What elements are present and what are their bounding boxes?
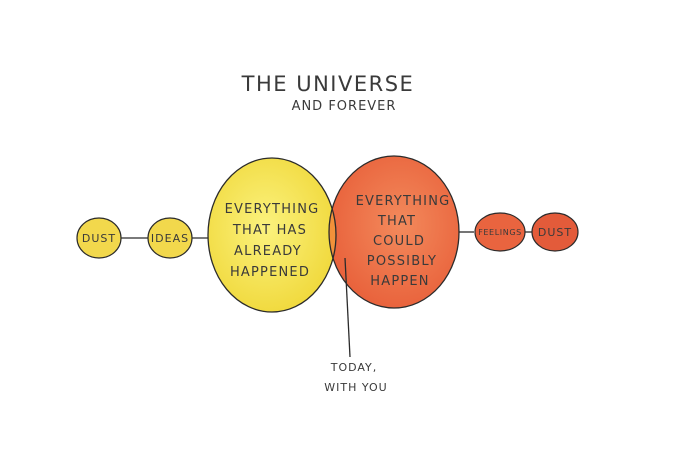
right-circle-fill	[329, 156, 459, 308]
left-circle-line-3: ALREADY	[234, 244, 302, 259]
left-circle-line-4: HAPPENED	[230, 265, 310, 280]
right-circle-line-4: POSSIBLY	[367, 254, 437, 269]
dust-left-label: DUST	[82, 232, 116, 245]
dust-circle-left	[76, 217, 122, 259]
pointer-label-line-2: WITH YOU	[324, 381, 387, 394]
left-circle-fill	[208, 158, 336, 312]
left-circle-outline	[207, 157, 337, 313]
dust-right-label: DUST	[538, 226, 572, 239]
right-circle-line-5: HAPPEN	[370, 274, 430, 289]
left-circle-line-1: EVERYTHING	[225, 202, 320, 217]
right-circle-outline	[328, 155, 460, 309]
diagram-subtitle: AND FOREVER	[292, 99, 397, 114]
ideas-circle	[147, 217, 193, 259]
dust-circle-right	[531, 212, 579, 252]
right-circle-line-2: THAT	[377, 214, 416, 229]
pointer-line	[344, 257, 351, 358]
ideas-label: IDEAS	[151, 232, 189, 245]
left-circle-line-2: THAT HAS	[232, 223, 307, 238]
right-circle-line-3: COULD	[373, 234, 425, 249]
feelings-circle	[474, 212, 526, 252]
diagram-title: THE UNIVERSE	[241, 72, 415, 96]
feelings-label: FEELINGS	[478, 228, 522, 237]
pointer-label-line-1: TODAY,	[330, 361, 378, 374]
right-circle-line-1: EVERYTHING	[356, 194, 451, 209]
